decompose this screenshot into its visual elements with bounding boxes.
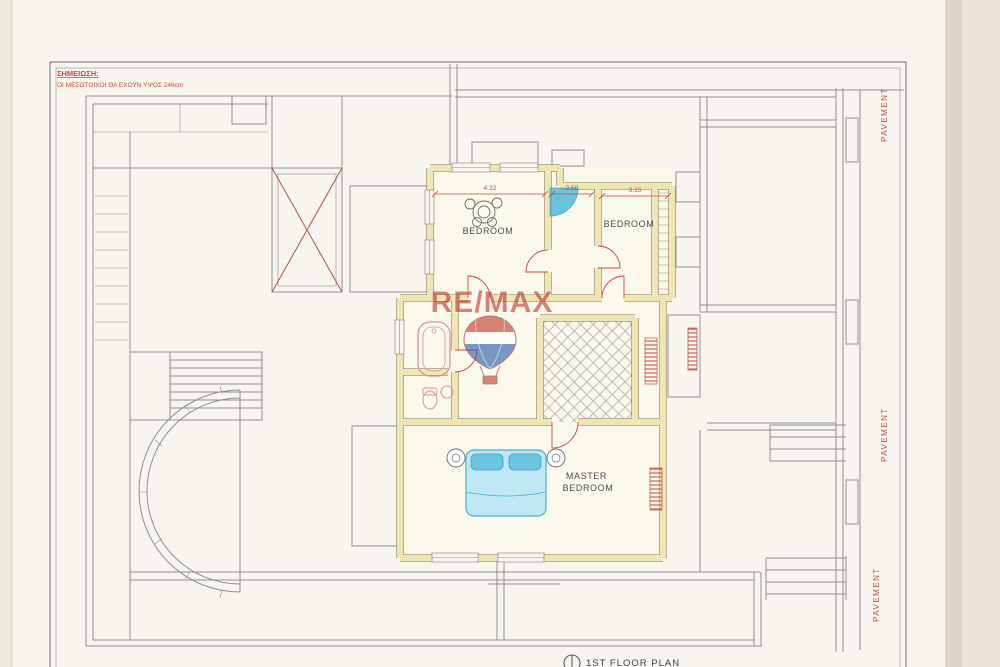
dimension-label: 3.15 [629,187,642,194]
floor-plan-caption: 1ST FLOOR PLAN [586,658,680,667]
bay-window [138,385,241,599]
closet-shelves [656,190,671,295]
bedroom-1-label: BEDROOM [463,226,514,236]
watermark-text: RE/MAX [431,286,554,319]
note-title: ΣΗΜΕΙΩΣΗ: [57,69,99,78]
radiators [644,327,698,511]
sink-icon [440,385,454,399]
dimension-lines: 4.32 2.50 3.15 [431,185,672,200]
stair-left [130,351,263,421]
bathroom-fixtures [417,187,579,410]
dimension-label: 2.50 [566,185,579,192]
bedroom-table [464,197,503,227]
corner-shower-icon [549,187,579,217]
bathtub-icon [417,321,451,377]
site-linework-bottom [130,556,847,646]
stairwell-hatch [540,318,635,422]
radiator-icon [687,327,698,371]
radiator-icon [649,467,663,511]
windows [394,162,545,563]
toilet-icon [422,390,438,410]
master-bed [446,448,566,517]
pavement-label-middle: PAVEMENT [880,407,889,462]
floor-plan-caption-group: 1ST FLOOR PLAN [563,654,680,667]
dimension-label: 4.32 [484,185,497,192]
pavement-label-top: PAVEMENT [880,87,889,142]
drawing-frame [49,61,907,667]
radiator-icon [644,337,658,385]
pavement-label-bottom: PAVEMENT [872,567,881,622]
note-body: ΟΙ ΜΕΣΟΤΟΙΧΟΙ ΘΑ ΕΧΟΥΝ ΥΨΟΣ 246cm [57,82,183,89]
lightwell-xbox [271,167,343,293]
site-linework-left [85,95,762,647]
site-linework-right [449,64,904,652]
plan-walls [396,164,676,562]
bedroom-2-label: BEDROOM [604,219,655,229]
master-bedroom-label: MASTER BEDROOM [563,471,614,493]
